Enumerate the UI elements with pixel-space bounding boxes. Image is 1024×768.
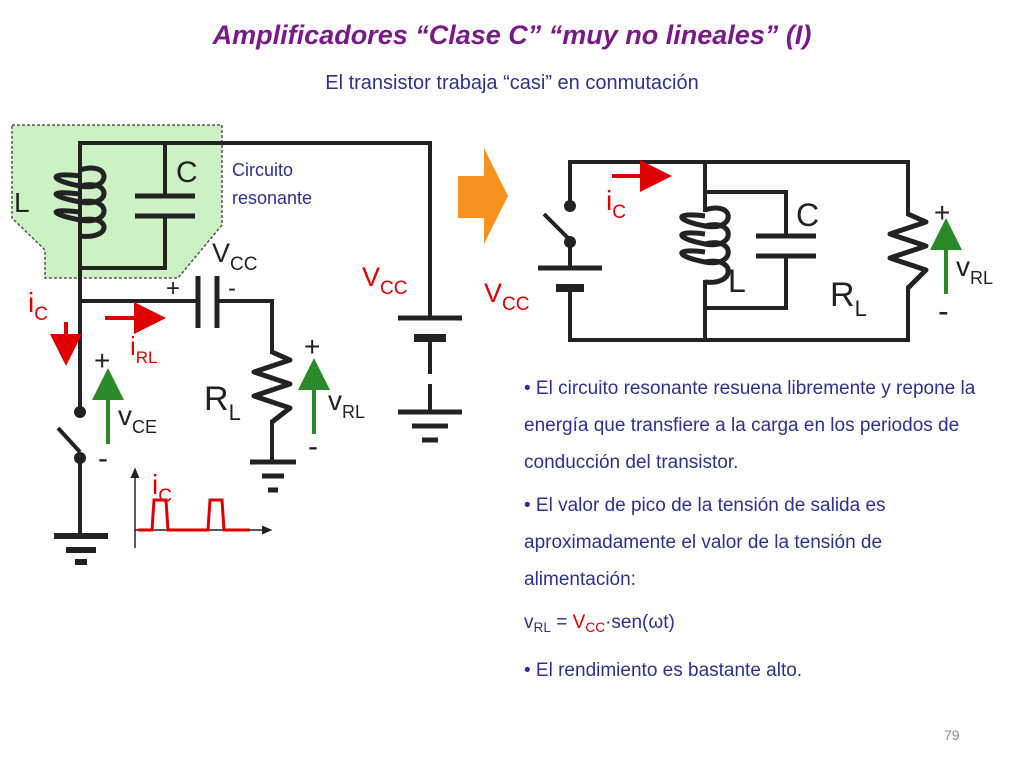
cap-minus: - [228, 275, 236, 302]
ground-switch [54, 533, 108, 565]
ground-rl [250, 459, 296, 493]
vce-plus: + [94, 345, 110, 376]
resonant-label-line2: resonante [232, 188, 312, 208]
resonant-region [11, 124, 223, 279]
resistor-rl [251, 349, 293, 424]
bullet-resonant: • El circuito resonante resuena libremen… [524, 378, 976, 473]
rl-label: RL [204, 380, 241, 425]
inductor-l [53, 165, 107, 239]
ground-source [398, 409, 462, 443]
slide-subtitle: El transistor trabaja “casi” en conmutac… [325, 72, 699, 94]
right-vrl-label: vRL [956, 251, 993, 288]
vrl-label: vRL [328, 385, 365, 422]
right-circuit: iC VCC C L RL + - vRL [484, 160, 993, 342]
vrl-plus: + [304, 331, 320, 362]
right-battery [538, 265, 602, 292]
right-label-c: C [796, 197, 819, 233]
label-c: C [176, 156, 198, 189]
label-l: L [14, 187, 30, 218]
vcc-source-label: VCC [362, 262, 407, 299]
wave-ic-label: iC [152, 469, 172, 507]
vce-minus: - [98, 442, 108, 475]
bullet-peak-voltage: • El valor de pico de la tensión de sali… [524, 495, 886, 590]
bullet-list: • El circuito resonante resuena libremen… [524, 370, 994, 695]
right-vcc-label: VCC [484, 278, 529, 315]
right-minus: - [938, 293, 949, 329]
irl-label: iRL [130, 331, 158, 367]
vce-label: vCE [118, 400, 157, 437]
right-switch [542, 200, 576, 248]
right-capacitor [756, 233, 816, 259]
capacitor-c [135, 193, 195, 219]
ic-label: iC [28, 287, 48, 325]
right-rl-label: RL [830, 276, 867, 321]
page-number: 79 [944, 727, 960, 743]
bullet-efficiency: • El rendimiento es bastante alto. [524, 660, 803, 682]
cap-plus: + [166, 275, 180, 302]
vcc-cap-label: VCC [212, 238, 257, 275]
coupling-capacitor [195, 276, 220, 328]
formula-vrl: vRL = VCC·sen(ωt) [524, 612, 675, 636]
left-circuit: L C Circuito resonante VCC + - VCC iC iR… [11, 124, 462, 565]
vrl-minus: - [308, 430, 318, 463]
dc-source-vcc [398, 315, 462, 342]
resonant-label-line1: Circuito [232, 160, 293, 180]
right-inductor [679, 205, 731, 285]
slide-title: Amplificadores “Clase C” “muy no lineale… [212, 20, 812, 50]
right-resistor [887, 211, 929, 290]
switch-transistor [56, 406, 86, 464]
ic-waveform [130, 467, 273, 548]
right-plus: + [934, 197, 950, 228]
transform-arrow [458, 148, 508, 244]
right-ic-label: iC [606, 185, 626, 223]
right-label-l: L [728, 263, 746, 299]
